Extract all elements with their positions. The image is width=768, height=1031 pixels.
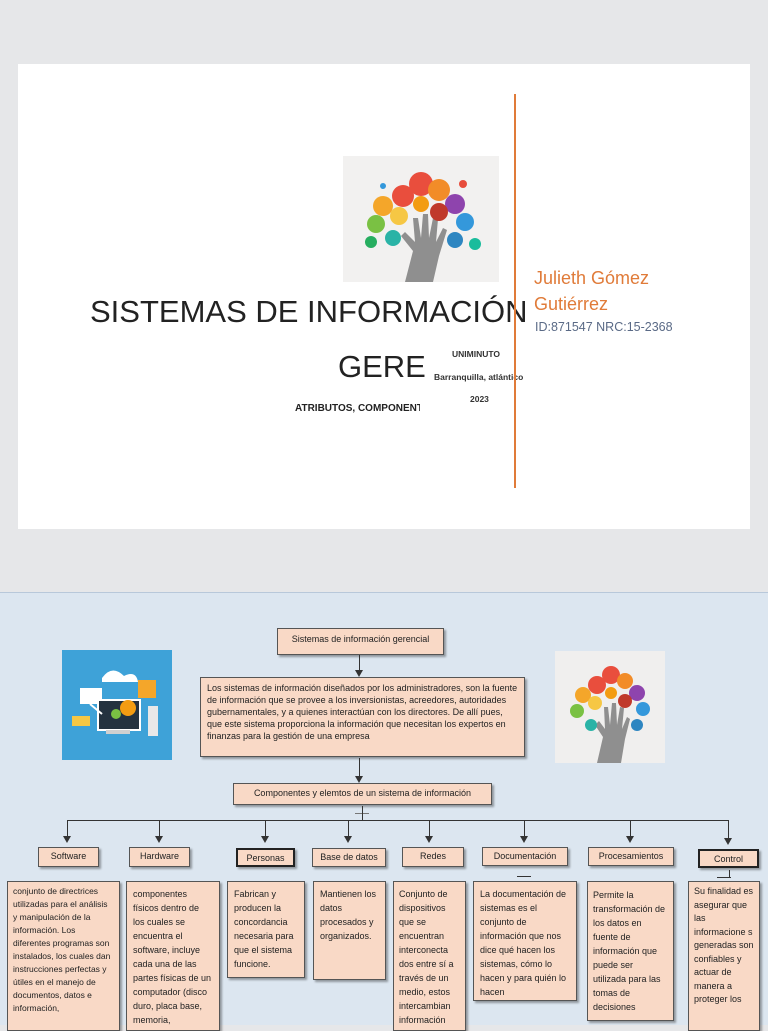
root-node: Sistemas de información gerencial xyxy=(277,628,444,655)
arrow-down-icon xyxy=(355,670,363,677)
cover-slide xyxy=(18,64,750,529)
component-desc-base-de-datos: Mantienen los datos procesados y organiz… xyxy=(313,881,386,980)
connector-bus xyxy=(67,820,729,821)
cover-subtitle: ATRIBUTOS, COMPONENT xyxy=(295,403,420,414)
arrow-down-icon xyxy=(724,838,732,845)
connector xyxy=(517,876,531,877)
connector xyxy=(67,820,68,836)
cover-institution: UNIMINUTO xyxy=(452,349,501,359)
cover-ids: ID:871547 NRC:15-2368 xyxy=(535,320,673,334)
computer-network-image-icon xyxy=(62,650,172,760)
component-label-software: Software xyxy=(38,847,99,867)
arrow-down-icon xyxy=(344,836,352,843)
component-label-redes: Redes xyxy=(402,847,464,867)
component-desc-documentacion: La documentación de sistemas es el conju… xyxy=(473,881,577,1001)
connector xyxy=(429,820,430,836)
component-label-base-de-datos: Base de datos xyxy=(312,848,386,867)
components-title-node: Componentes y elemtos de un sistema de i… xyxy=(233,783,492,805)
connector xyxy=(728,820,729,838)
cover-author-first: Julieth Gómez xyxy=(534,268,650,288)
component-desc-control: Su finalidad es asegurar que las informa… xyxy=(688,881,760,1031)
component-desc-software: conjunto de directrices utilizadas para … xyxy=(7,881,120,1031)
cover-title-line2: GERE xyxy=(338,349,426,384)
component-label-personas: Personas xyxy=(236,848,295,867)
arrow-down-icon xyxy=(155,836,163,843)
component-label-documentacion: Documentación xyxy=(482,847,568,866)
arrow-down-icon xyxy=(626,836,634,843)
cover-author-last: Gutiérrez xyxy=(534,294,609,314)
arrow-down-icon xyxy=(355,776,363,783)
connector xyxy=(348,820,349,836)
arrow-down-icon xyxy=(425,836,433,843)
cover-title-line1: SISTEMAS DE INFORMACIÓN xyxy=(90,294,528,329)
connector xyxy=(524,820,525,836)
connector xyxy=(159,820,160,836)
component-desc-personas: Fabrican y producen la concordancia nece… xyxy=(227,881,305,978)
connector xyxy=(359,758,360,776)
connector xyxy=(265,820,266,836)
connector xyxy=(359,655,360,670)
arrow-down-icon xyxy=(520,836,528,843)
cover-location: Barranquilla, atlántico xyxy=(434,372,524,382)
cover-year: 2023 xyxy=(470,394,489,404)
hand-cloud-image-icon xyxy=(343,156,499,282)
connector xyxy=(362,806,363,820)
arrow-down-icon xyxy=(261,836,269,843)
component-label-hardware: Hardware xyxy=(129,847,190,867)
cover-divider xyxy=(514,94,516,488)
connector xyxy=(717,877,731,878)
arrow-down-icon xyxy=(63,836,71,843)
component-desc-procesamientos: Permite la transformación de los datos e… xyxy=(587,881,674,1021)
component-label-control: Control xyxy=(698,849,759,868)
component-desc-redes: Conjunto de dispositivos que se encuentr… xyxy=(393,881,466,1031)
connector xyxy=(729,870,730,878)
hand-cloud-image-icon xyxy=(555,651,665,763)
component-desc-hardware: componentes físicos dentro de los cuales… xyxy=(126,881,220,1031)
component-label-procesamientos: Procesamientos xyxy=(588,847,674,866)
definition-box: Los sistemas de información diseñados po… xyxy=(200,677,525,757)
connector xyxy=(630,820,631,836)
